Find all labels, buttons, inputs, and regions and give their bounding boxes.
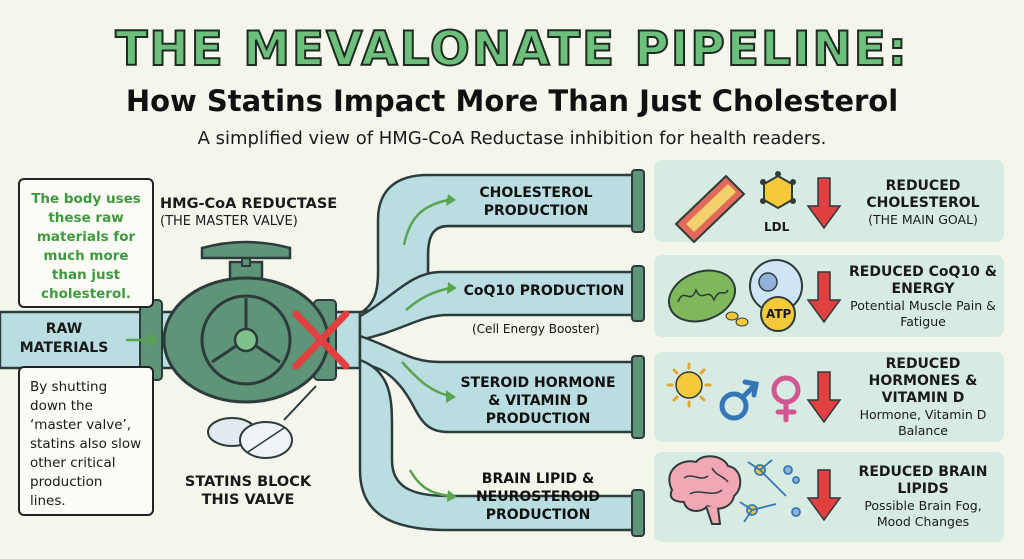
male-symbol-icon [719, 379, 759, 421]
info-box-bottom: By shutting down the ‘master valve’, sta… [18, 366, 154, 516]
pathway-steroid-label: STEROID HORMONE & VITAMIN D PRODUCTION [460, 375, 616, 427]
pathway-brain-label: BRAIN LIPID & NEUROSTEROID PRODUCTION [475, 471, 601, 523]
subtitle: A simplified view of HMG-CoA Reductase i… [197, 128, 827, 149]
info-box-top: The body uses these raw materials for mu… [18, 178, 154, 308]
female-symbol-icon [771, 375, 801, 423]
pathway-coq10-label: CoQ10 PRODUCTION [463, 283, 625, 299]
ldl-label: LDL [764, 220, 790, 234]
statin-block-label: STATINS BLOCK THIS VALVE [184, 474, 312, 508]
effect-coq10-title: REDUCED CoQ10 & ENERGY [848, 264, 998, 297]
statin-pill-icon [207, 417, 293, 459]
neuron-icon [739, 459, 801, 523]
main-title: THE MEVALONATE PIPELINE: [114, 21, 909, 78]
effect-brain-detail: Possible Brain Fog, Mood Changes [864, 498, 982, 529]
pathway-cholesterol-label: CHOLESTEROL PRODUCTION [479, 185, 593, 219]
cell-icon [749, 259, 803, 313]
effect-brain: REDUCED BRAIN LIPIDS Possible Brain Fog,… [846, 464, 1000, 530]
pathway-coq10-note: (Cell Energy Booster) [472, 322, 600, 336]
pipe-brain [358, 358, 640, 532]
effect-cholesterol-detail: (THE MAIN GOAL) [868, 212, 978, 227]
pipe-cholesterol [361, 173, 640, 314]
ldl-icon [760, 171, 796, 210]
mitochondrion-icon [668, 269, 749, 327]
valve-icon [162, 240, 330, 404]
effect-hormones-detail: Hormone, Vitamin D Balance [859, 407, 987, 438]
effect-cholesterol-title: REDUCED CHOLESTEROL [866, 178, 980, 211]
effect-hormones: REDUCED HORMONES & VITAMIN D Hormone, Vi… [846, 356, 1000, 439]
flow-arrowheads [150, 194, 457, 502]
pipe-steroid [358, 334, 640, 434]
heading: How Statins Impact More Than Just Choles… [125, 84, 899, 118]
decrease-arrows [806, 177, 842, 522]
block-x-icon [292, 310, 350, 370]
effect-cholesterol: REDUCED CHOLESTEROL (THE MAIN GOAL) [846, 178, 1000, 228]
effect-coq10: REDUCED CoQ10 & ENERGY Potential Muscle … [846, 264, 1000, 330]
atp-label: ATP [766, 307, 792, 321]
valve-title: HMG-CoA REDUCTASE [160, 196, 338, 212]
info-box-bottom-text: By shutting down the ‘master valve’, sta… [30, 379, 142, 509]
effect-brain-title: REDUCED BRAIN LIPIDS [858, 464, 988, 497]
brain-icon [668, 455, 742, 525]
effect-hormones-title: REDUCED HORMONES & VITAMIN D [868, 356, 978, 406]
info-box-top-text: The body uses these raw materials for mu… [31, 191, 141, 302]
valve-subtitle: (THE MASTER VALVE) [160, 214, 298, 229]
raw-materials-label: RAW MATERIALS [19, 321, 109, 356]
pointer-line [283, 385, 317, 421]
atp-icon [760, 296, 796, 332]
sun-icon [666, 362, 712, 408]
effect-coq10-detail: Potential Muscle Pain & Fatigue [850, 298, 996, 329]
artery-icon [674, 174, 746, 244]
flow-arrows [126, 198, 451, 498]
